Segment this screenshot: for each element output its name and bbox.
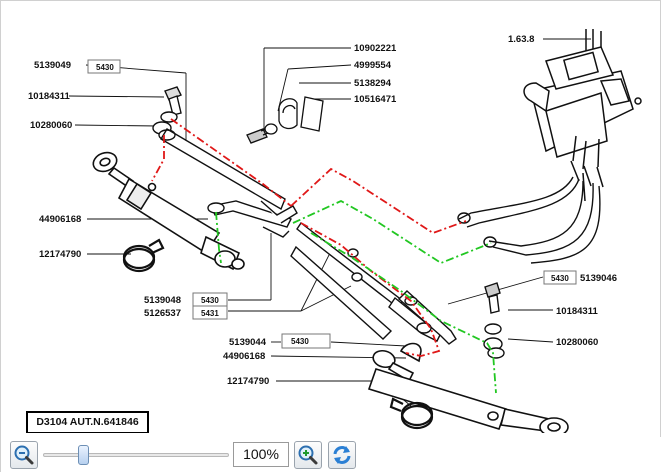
parts-diagram: 5430 5430 5430 5431 5430 5139049 1018431…	[28, 29, 642, 433]
label-10280060-top[interactable]: 10280060	[30, 120, 72, 131]
code-box-5431-text: 5431	[201, 309, 219, 318]
bolt-right	[483, 282, 505, 359]
label-4999554[interactable]: 4999554	[354, 60, 392, 71]
code-box-5430-c-text: 5430	[201, 296, 219, 305]
red-circuit-line	[151, 118, 467, 357]
hose-clamp-upper	[122, 238, 165, 273]
hose-clamp-lower	[389, 397, 434, 430]
zoom-in-magnifier-icon	[298, 445, 318, 465]
diagram-caption: D3104 AUT.N.641846	[26, 411, 149, 433]
zoom-out-button[interactable]	[10, 441, 38, 469]
refresh-button[interactable]	[328, 441, 356, 469]
cylinder-lower	[367, 342, 569, 433]
zoom-in-button[interactable]	[294, 441, 322, 469]
label-5139046[interactable]: 5139046	[580, 273, 617, 284]
bolt-upper-left	[152, 86, 298, 238]
label-44906168-top[interactable]: 44906168	[39, 214, 81, 225]
zoom-slider[interactable]	[43, 445, 229, 465]
label-10184311-top[interactable]: 10184311	[28, 91, 70, 102]
label-12174790-bottom[interactable]: 12174790	[227, 376, 269, 387]
code-box-5430-a	[87, 59, 121, 74]
cylinder-upper	[92, 151, 245, 271]
code-box-5430-b-text: 5430	[551, 274, 569, 283]
zoom-slider-thumb[interactable]	[78, 445, 89, 465]
green-circuit-line	[215, 199, 497, 394]
label-ref-1638[interactable]: 1.63.8	[508, 34, 534, 45]
label-12174790-top[interactable]: 12174790	[39, 249, 81, 260]
code-box-5430-d-text: 5430	[291, 337, 309, 346]
label-10902221[interactable]: 10902221	[354, 43, 397, 54]
label-10280060-right[interactable]: 10280060	[556, 337, 598, 348]
label-10516471[interactable]: 10516471	[354, 94, 397, 105]
label-5126537[interactable]: 5126537	[144, 308, 181, 319]
label-5139044[interactable]: 5139044	[229, 337, 267, 348]
zoom-out-magnifier-icon	[14, 445, 34, 465]
label-44906168-bottom[interactable]: 44906168	[223, 351, 265, 362]
refresh-arrows-icon	[333, 446, 351, 464]
zoom-level-field[interactable]: 100%	[233, 442, 289, 467]
label-5139048[interactable]: 5139048	[144, 295, 181, 306]
diagram-canvas[interactable]: 5430 5430 5430 5431 5430 5139049 1018431…	[1, 1, 661, 433]
code-boxes: 5430 5430 5430 5431 5430	[87, 59, 577, 349]
code-box-5431	[192, 305, 228, 320]
hoses-middle	[290, 221, 457, 345]
label-5139049[interactable]: 5139049	[34, 60, 71, 71]
code-box-5430-b	[543, 270, 577, 285]
label-5138294[interactable]: 5138294	[354, 78, 392, 89]
part-labels: 5139049 10184311 10280060 44906168 12174…	[28, 34, 617, 387]
pump-assembly	[523, 29, 642, 202]
code-box-5430-d	[281, 333, 331, 349]
pump-hoses	[457, 176, 601, 264]
zoom-slider-track[interactable]	[43, 453, 229, 457]
leader-lines	[68, 38, 591, 407]
label-10184311-right[interactable]: 10184311	[556, 306, 598, 317]
code-box-5430-a-text: 5430	[96, 63, 114, 72]
clip-assembly	[246, 96, 324, 144]
